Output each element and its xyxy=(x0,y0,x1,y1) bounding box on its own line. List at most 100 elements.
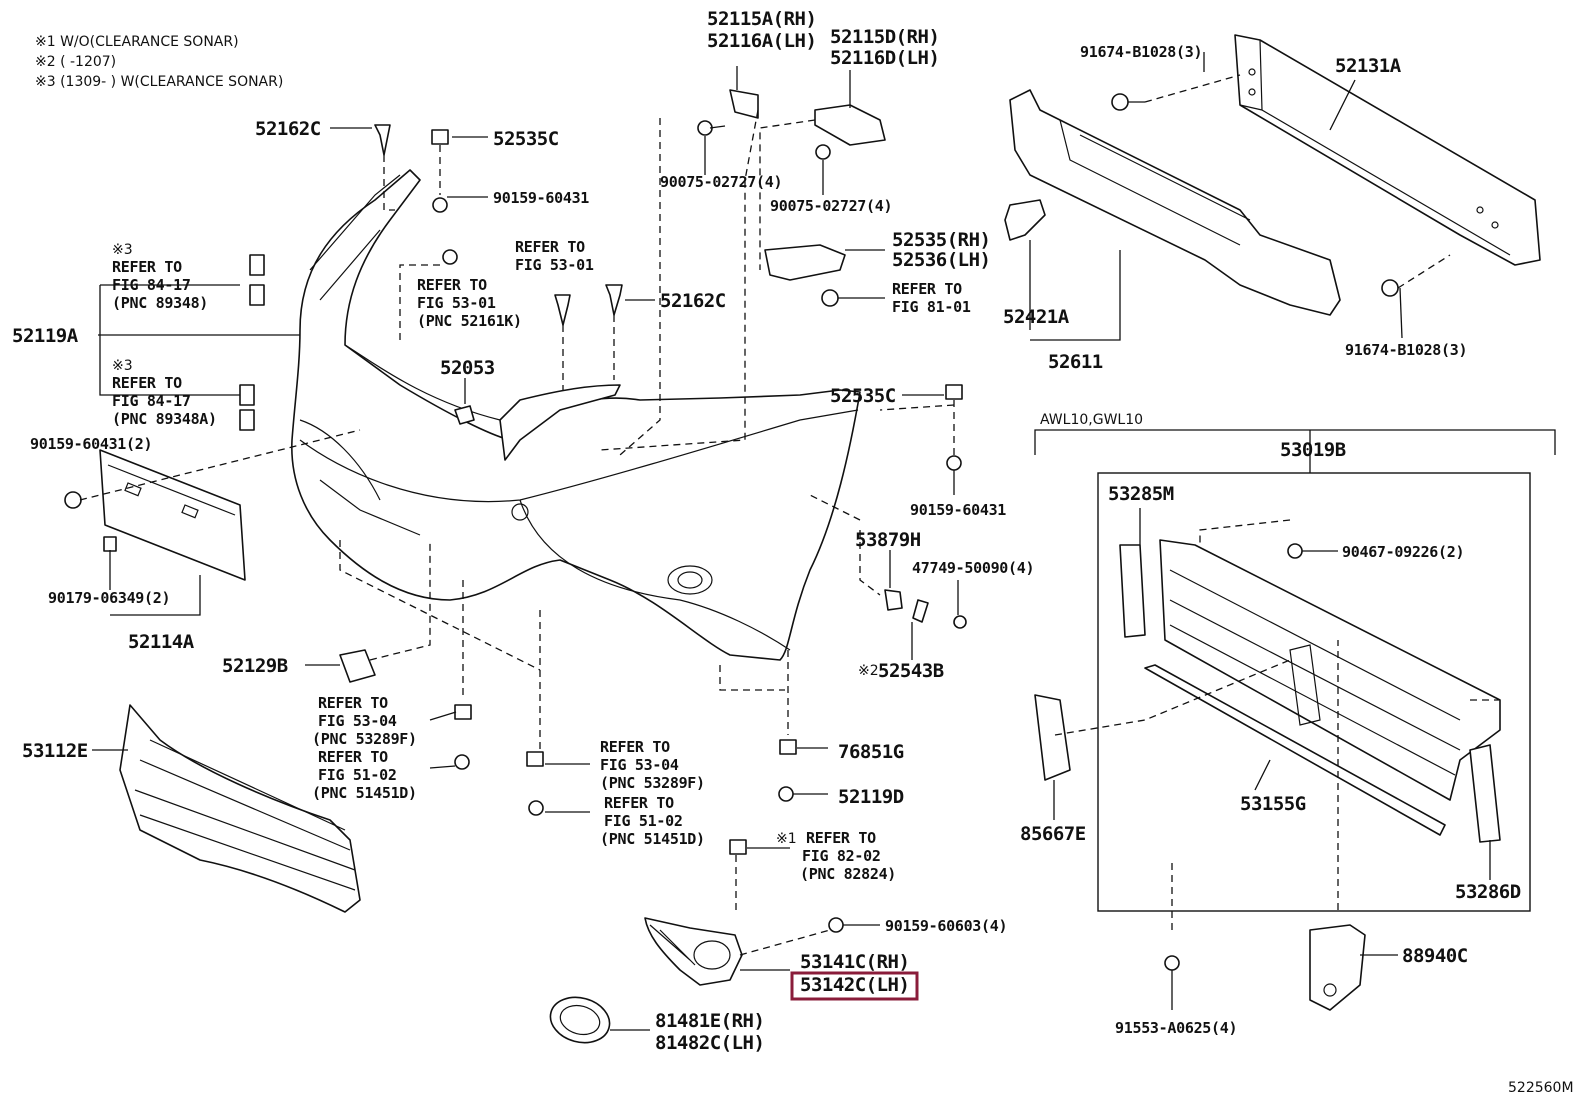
label-52421A[interactable]: 52421A xyxy=(1003,306,1070,328)
label-52162C-top[interactable]: 52162C xyxy=(255,118,321,140)
label-ref8202-b[interactable]: FIG 82-02 xyxy=(802,847,881,865)
label-ref5304a-b[interactable]: FIG 53-04 xyxy=(318,712,397,730)
bumper-reinforcement[interactable] xyxy=(1234,34,1541,266)
label-88940C[interactable]: 88940C xyxy=(1402,945,1468,967)
label-52053[interactable]: 52053 xyxy=(440,357,495,379)
label-ref5301b-c[interactable]: (PNC 52161K) xyxy=(417,312,522,330)
label-52116D[interactable]: 52116D(LH) xyxy=(830,47,940,69)
label-ref5304a-c[interactable]: (PNC 53289F) xyxy=(312,730,417,748)
label-52115A[interactable]: 52115A(RH) xyxy=(707,8,817,30)
label-90179[interactable]: 90179-06349(2) xyxy=(48,589,171,607)
label-ref5301b-a[interactable]: REFER TO xyxy=(417,276,487,294)
label-ref84b-c[interactable]: (PNC 89348A) xyxy=(112,410,217,428)
label-52116A[interactable]: 52116A(LH) xyxy=(707,30,817,52)
label-91674-bot[interactable]: 91674-B1028(3) xyxy=(1345,341,1468,359)
bolt-91674-bot[interactable] xyxy=(1381,279,1399,297)
clip-52162C-top[interactable] xyxy=(374,124,391,156)
label-85667E[interactable]: 85667E xyxy=(1020,823,1086,845)
screw-53-01[interactable] xyxy=(442,249,458,265)
shutter-seal-53285M[interactable] xyxy=(1119,544,1146,638)
label-52131A[interactable]: 52131A xyxy=(1335,55,1402,77)
label-ref8202-c[interactable]: (PNC 82824) xyxy=(800,865,896,883)
clip-52161K[interactable] xyxy=(554,294,571,326)
label-ref84b-b[interactable]: FIG 84-17 xyxy=(112,392,191,410)
label-53285M[interactable]: 53285M xyxy=(1108,483,1174,505)
bracket-52115D[interactable] xyxy=(814,104,886,146)
clip-52162C-mid[interactable] xyxy=(605,284,623,316)
label-53141C[interactable]: 53141C(RH) xyxy=(800,951,910,973)
bolt-81-01[interactable] xyxy=(821,289,839,307)
label-90075-a[interactable]: 90075-02727(4) xyxy=(660,173,783,191)
screw-90159-2[interactable] xyxy=(64,491,82,509)
screw-90159-top[interactable] xyxy=(432,197,448,213)
label-52119A[interactable]: 52119A xyxy=(12,325,79,347)
label-53155G[interactable]: 53155G xyxy=(1240,793,1306,815)
bracket-52535[interactable] xyxy=(764,244,846,281)
label-ref81-a[interactable]: REFER TO xyxy=(892,280,962,298)
screw-51451D-b[interactable] xyxy=(528,800,544,816)
radiator-shutter[interactable] xyxy=(1159,539,1501,801)
screw-90159-mid[interactable] xyxy=(946,455,962,471)
label-ref8202-a[interactable]: REFER TO xyxy=(806,829,876,847)
seal-52543B[interactable] xyxy=(912,599,929,623)
label-ref84a-c[interactable]: (PNC 89348) xyxy=(112,294,208,312)
clip-89348[interactable] xyxy=(249,254,265,306)
label-ref5304b-b[interactable]: FIG 53-04 xyxy=(600,756,679,774)
label-53286D[interactable]: 53286D xyxy=(1455,881,1521,903)
label-52115D[interactable]: 52115D(RH) xyxy=(830,26,940,48)
label-53879H[interactable]: 53879H xyxy=(855,529,921,551)
label-52535C-mid[interactable]: 52535C xyxy=(830,385,896,407)
label-53019B[interactable]: 53019B xyxy=(1280,439,1346,461)
sensor-53879H[interactable] xyxy=(884,589,903,611)
label-52536[interactable]: 52536(LH) xyxy=(892,249,991,271)
label-90159-60431-2[interactable]: 90159-60431(2) xyxy=(30,435,153,453)
bolt-91553[interactable] xyxy=(1164,955,1180,971)
lower-grille[interactable] xyxy=(119,704,361,913)
clip-47749[interactable] xyxy=(953,615,967,629)
label-91553[interactable]: 91553-A0625(4) xyxy=(1115,1019,1238,1037)
label-ref84b-a[interactable]: REFER TO xyxy=(112,374,182,392)
clip-89348A[interactable] xyxy=(239,384,255,431)
label-52535[interactable]: 52535(RH) xyxy=(892,229,991,251)
label-90467[interactable]: 90467-09226(2) xyxy=(1342,543,1465,561)
label-ref5102a-a[interactable]: REFER TO xyxy=(318,748,388,766)
label-52129B[interactable]: 52129B xyxy=(222,655,288,677)
label-52611[interactable]: 52611 xyxy=(1048,351,1103,373)
label-52119D[interactable]: 52119D xyxy=(838,786,904,808)
label-ref5304b-c[interactable]: (PNC 53289F) xyxy=(600,774,705,792)
label-ref84a-b[interactable]: FIG 84-17 xyxy=(112,276,191,294)
screw-90159-60603[interactable] xyxy=(828,917,844,933)
label-52114A[interactable]: 52114A xyxy=(128,631,195,653)
clip-53289F-b[interactable] xyxy=(526,751,544,767)
label-47749[interactable]: 47749-50090(4) xyxy=(912,559,1035,577)
fog-lamp-cover[interactable] xyxy=(644,917,743,986)
cover-52129B[interactable] xyxy=(339,649,376,683)
label-81482C[interactable]: 81482C(LH) xyxy=(655,1032,765,1054)
label-90159-60431-mid[interactable]: 90159-60431 xyxy=(910,501,1007,519)
label-ref5301b-b[interactable]: FIG 53-01 xyxy=(417,294,496,312)
front-bumper-cover[interactable] xyxy=(291,169,861,661)
label-91674-top[interactable]: 91674-B1028(3) xyxy=(1080,43,1203,61)
label-ref5102a-b[interactable]: FIG 51-02 xyxy=(318,766,397,784)
shutter-seal-lower[interactable] xyxy=(1144,664,1446,836)
label-53142C[interactable]: 53142C(LH) xyxy=(800,974,910,996)
clip-53289F-a[interactable] xyxy=(454,704,472,720)
nut-90179[interactable] xyxy=(103,536,117,552)
label-ref5102a-c[interactable]: (PNC 51451D) xyxy=(312,784,417,802)
retainer-52053[interactable] xyxy=(454,405,475,425)
label-ref5304b-a[interactable]: REFER TO xyxy=(600,738,670,756)
shutter-seal-53286D[interactable] xyxy=(1469,744,1501,843)
screw-52119D[interactable] xyxy=(778,786,794,802)
nut-52535C-top[interactable] xyxy=(431,129,449,145)
label-81481E[interactable]: 81481E(RH) xyxy=(655,1010,765,1032)
label-53112E[interactable]: 53112E xyxy=(22,740,88,762)
sensor-82824[interactable] xyxy=(729,839,747,855)
label-90159-60431-top[interactable]: 90159-60431 xyxy=(493,189,590,207)
label-ref5102b-b[interactable]: FIG 51-02 xyxy=(604,812,683,830)
label-ref5304a-a[interactable]: REFER TO xyxy=(318,694,388,712)
label-52162C-mid[interactable]: 52162C xyxy=(660,290,726,312)
seal-85667E[interactable] xyxy=(1034,694,1071,781)
label-ref84a-a[interactable]: REFER TO xyxy=(112,258,182,276)
label-90075-b[interactable]: 90075-02727(4) xyxy=(770,197,893,215)
nut-90467[interactable] xyxy=(1287,543,1303,559)
